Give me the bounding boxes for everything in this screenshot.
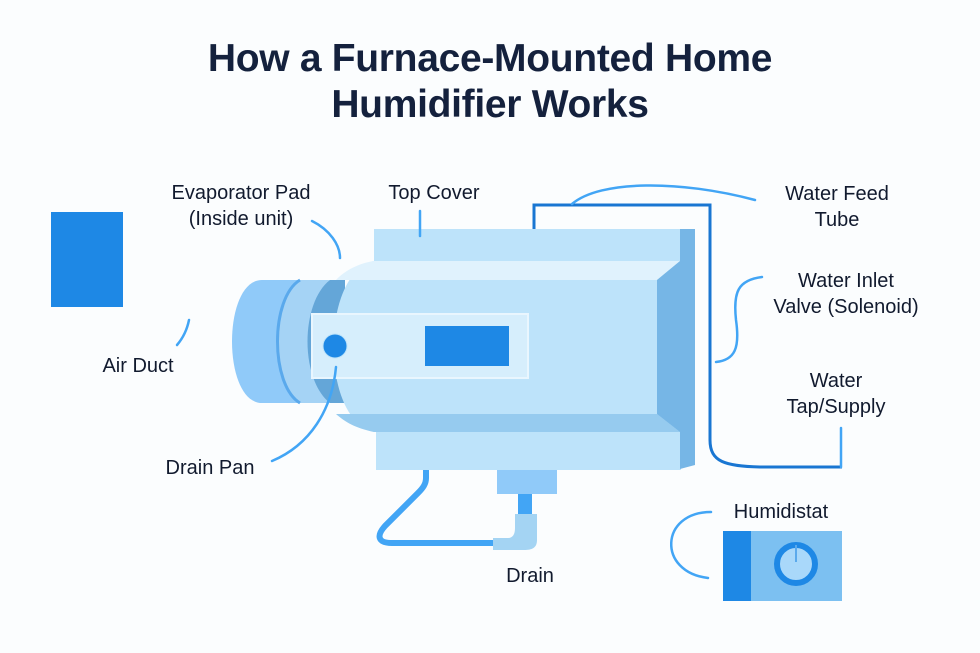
title-line-1: How a Furnace-Mounted Home bbox=[207, 37, 773, 80]
label-drain: Drain bbox=[506, 565, 554, 587]
label-evaporator-pad-line1: Evaporator Pad bbox=[171, 182, 311, 204]
evaporator-pad-swatch bbox=[51, 212, 123, 307]
label-top-cover: Top Cover bbox=[388, 182, 480, 204]
indicator-light[interactable] bbox=[322, 333, 348, 359]
leader-air-duct bbox=[175, 318, 191, 347]
label-evaporator-pad: Evaporator Pad (Inside unit) bbox=[150, 180, 332, 232]
display-screen bbox=[425, 326, 509, 366]
leader-evaporator-pad bbox=[310, 219, 342, 260]
leader-inlet-valve bbox=[714, 275, 764, 364]
humidistat-device[interactable] bbox=[723, 531, 842, 601]
label-water-inlet-valve: Water Inlet Valve (Solenoid) bbox=[756, 268, 936, 320]
leader-water-feed bbox=[570, 184, 757, 206]
label-water-inlet-line1: Water Inlet bbox=[798, 270, 894, 292]
side-panel-shape bbox=[680, 229, 695, 469]
label-water-feed-line1: Water Feed bbox=[785, 183, 889, 205]
label-air-duct: Air Duct bbox=[102, 355, 174, 377]
label-evaporator-pad-line2: (Inside unit) bbox=[188, 208, 294, 230]
label-water-tap-line1: Water bbox=[809, 370, 863, 392]
drain-connector bbox=[497, 470, 557, 494]
drain-hose bbox=[376, 470, 493, 546]
label-water-tap-line2: Tap/Supply bbox=[786, 396, 886, 418]
title-line-2: Humidifier Works bbox=[331, 83, 649, 126]
label-water-inlet-line2: Valve (Solenoid) bbox=[773, 296, 919, 318]
water-feed-tube bbox=[532, 203, 842, 469]
label-water-tap-supply: Water Tap/Supply bbox=[776, 368, 896, 420]
label-humidistat: Humidistat bbox=[733, 501, 829, 523]
drain-stem bbox=[518, 494, 532, 514]
label-water-feed-line2: Tube bbox=[814, 209, 860, 231]
label-water-feed-tube: Water Feed Tube bbox=[766, 181, 908, 233]
top-cover-shape bbox=[374, 229, 680, 263]
bottom-plate-shape bbox=[376, 432, 681, 470]
drain-elbow bbox=[493, 514, 537, 550]
label-drain-pan: Drain Pan bbox=[165, 457, 255, 479]
leader-humidistat bbox=[670, 510, 713, 580]
diagram-title: How a Furnace-Mounted Home Humidifier Wo… bbox=[0, 36, 980, 128]
leader-drain-pan bbox=[270, 365, 338, 463]
